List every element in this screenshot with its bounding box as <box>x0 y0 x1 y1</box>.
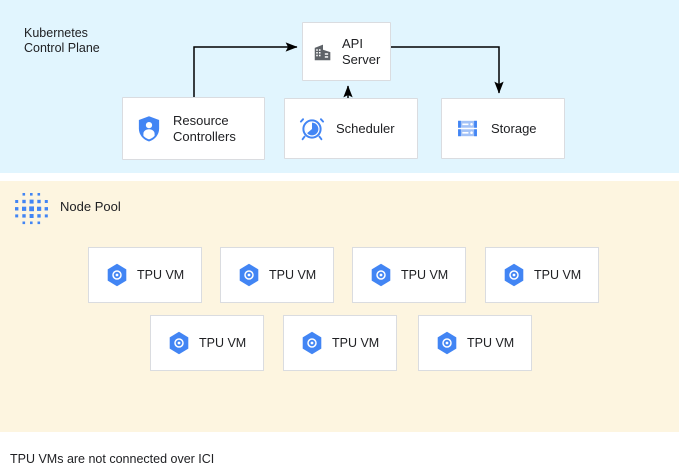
server-rack-icon <box>455 116 480 141</box>
kubernetes-control-plane-title: Kubernetes Control Plane <box>24 26 100 55</box>
tpu-vm-node[interactable]: TPU VM <box>352 247 466 303</box>
alarm-clock-icon <box>299 116 325 142</box>
tpu-vm-label: TPU VM <box>137 267 185 282</box>
tpu-hex-icon <box>238 263 260 287</box>
resource-controllers-node[interactable]: Resource Controllers <box>122 97 265 160</box>
api-server-node[interactable]: API Server <box>302 22 391 81</box>
tpu-vm-node[interactable]: TPU VM <box>220 247 334 303</box>
tpu-hex-icon <box>436 331 458 355</box>
scheduler-node[interactable]: Scheduler <box>284 98 418 159</box>
tpu-hex-icon <box>370 263 392 287</box>
tpu-vm-label: TPU VM <box>401 267 449 282</box>
diagram-caption: TPU VMs are not connected over ICI <box>10 452 215 466</box>
api-server-label: API Server <box>342 36 381 67</box>
scheduler-label: Scheduler <box>336 120 395 136</box>
building-icon <box>312 41 334 63</box>
shield-user-icon <box>136 115 162 143</box>
tpu-vm-node[interactable]: TPU VM <box>283 315 397 371</box>
tpu-vm-label: TPU VM <box>199 335 247 350</box>
tpu-vm-node[interactable]: TPU VM <box>418 315 532 371</box>
tpu-hex-icon <box>503 263 525 287</box>
node-pool-title: Node Pool <box>60 199 121 214</box>
storage-node[interactable]: Storage <box>441 98 565 159</box>
node-pool-panel <box>0 181 679 432</box>
tpu-vm-label: TPU VM <box>269 267 317 282</box>
tpu-hex-icon <box>301 331 323 355</box>
tpu-vm-label: TPU VM <box>534 267 582 282</box>
storage-label: Storage <box>491 120 537 136</box>
resource-controllers-label: Resource Controllers <box>173 113 236 144</box>
tpu-vm-label: TPU VM <box>467 335 515 350</box>
tpu-hex-icon <box>106 263 128 287</box>
tpu-vm-node[interactable]: TPU VM <box>485 247 599 303</box>
tpu-vm-node[interactable]: TPU VM <box>150 315 264 371</box>
tpu-vm-label: TPU VM <box>332 335 380 350</box>
tpu-vm-node[interactable]: TPU VM <box>88 247 202 303</box>
tpu-hex-icon <box>168 331 190 355</box>
dot-grid-icon <box>9 190 55 232</box>
